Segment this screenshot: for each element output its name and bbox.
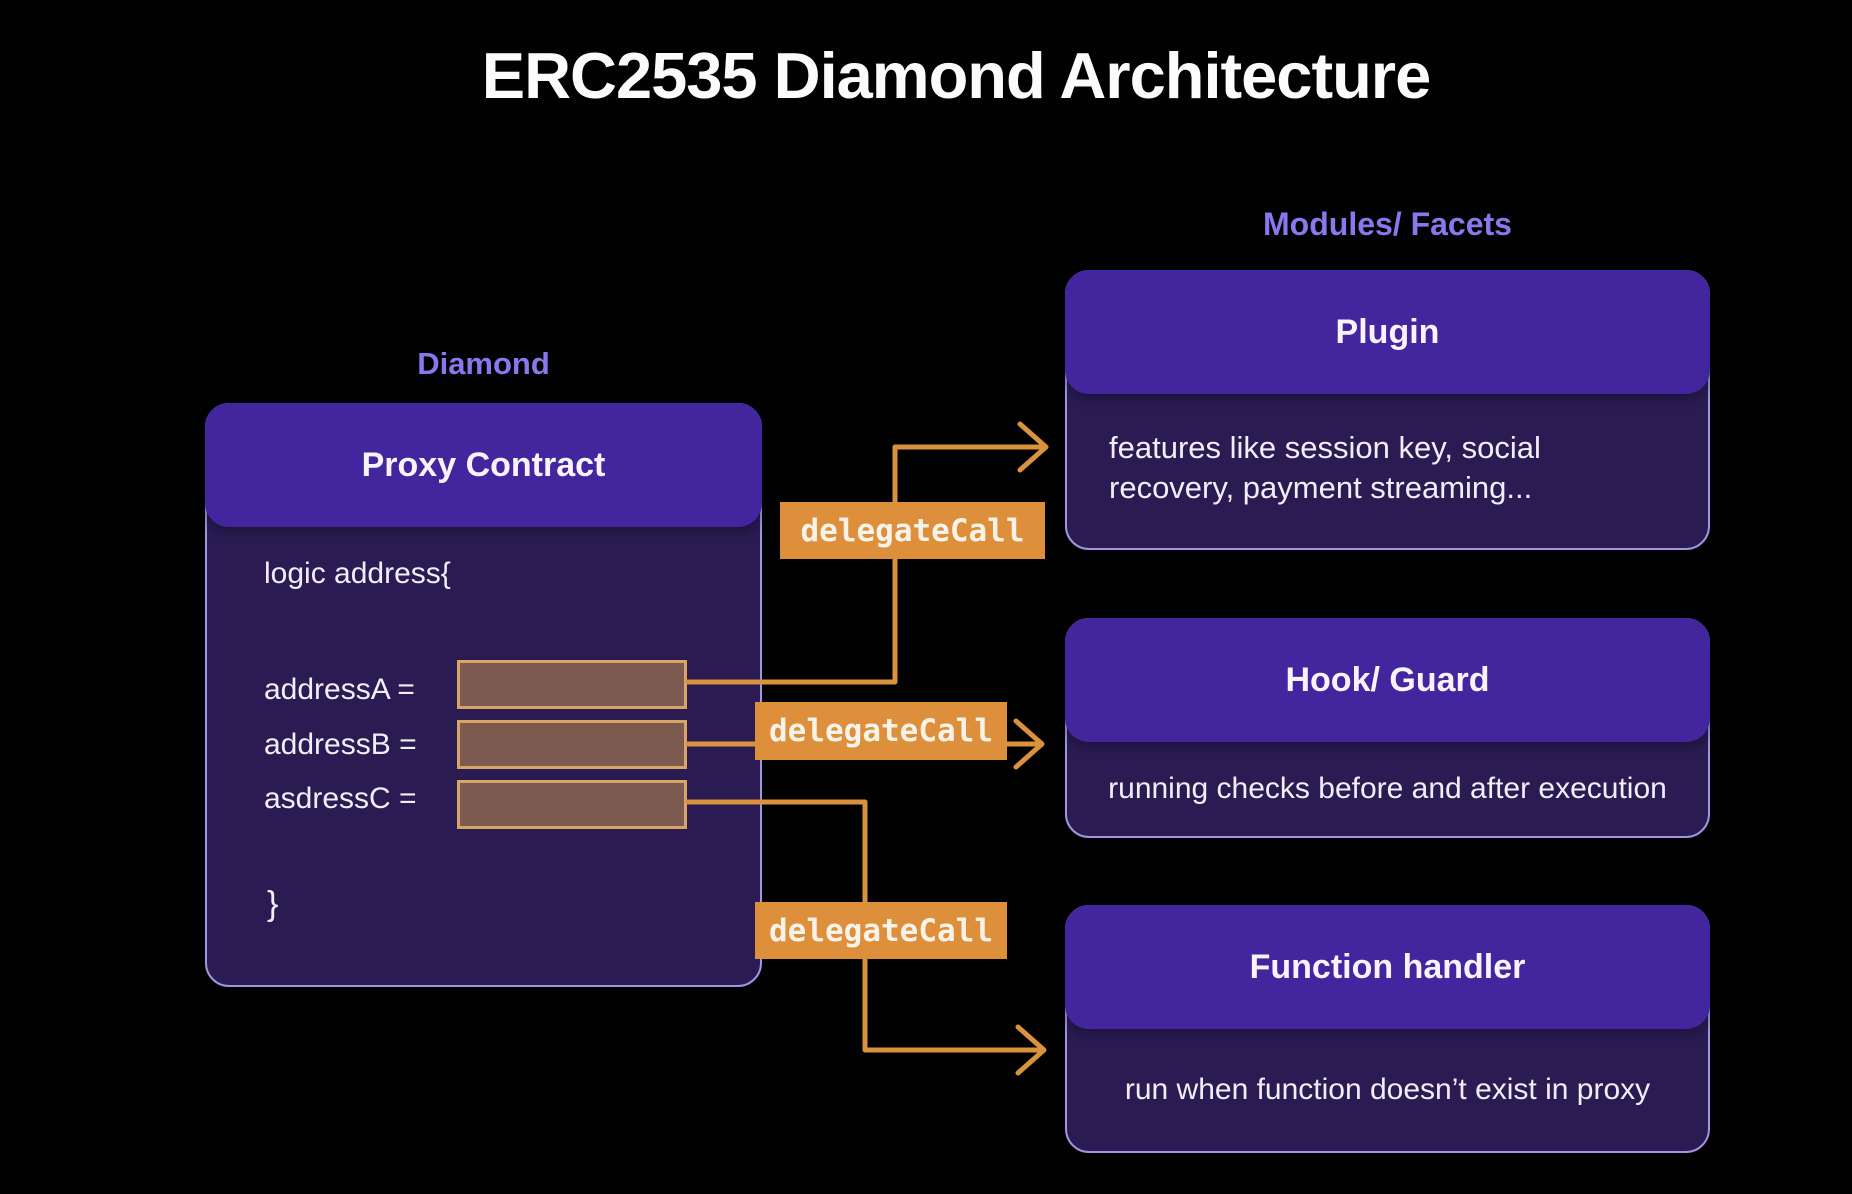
hook-guard-description: running checks before and after executio… [1067, 742, 1708, 836]
address-b-slot [457, 720, 687, 769]
page-title: ERC2535 Diamond Architecture [481, 39, 1432, 112]
arrowhead-function-icon [1015, 1024, 1047, 1076]
proxy-contract-panel: Proxy Contract logic address{ addressA =… [205, 403, 762, 987]
address-b-label: addressB = [264, 728, 417, 761]
modules-facets-column-label: Modules/ Facets [1263, 206, 1512, 242]
arrowhead-plugin-icon [1017, 421, 1049, 473]
diamond-column-label: Diamond [417, 346, 550, 381]
hook-guard-header: Hook/ Guard [1065, 618, 1710, 742]
address-c-label: asdressC = [264, 782, 417, 815]
proxy-contract-title: Proxy Contract [361, 445, 606, 484]
hook-guard-panel: Hook/ Guard running checks before and af… [1065, 618, 1710, 838]
function-handler-header: Function handler [1065, 905, 1710, 1029]
plugin-description: features like session key, social recove… [1067, 394, 1708, 548]
plugin-description-text: features like session key, social recove… [1109, 429, 1541, 505]
arrowhead-hook-icon [1013, 718, 1045, 770]
logic-address-open-text: logic address{ [264, 557, 451, 590]
logic-address-close-text: } [267, 885, 279, 923]
delegatecall-badge-function: delegateCall [755, 902, 1007, 959]
plugin-title: Plugin [1335, 312, 1440, 351]
function-handler-panel: Function handler run when function doesn… [1065, 905, 1710, 1153]
delegatecall-badge-plugin: delegateCall [780, 502, 1045, 559]
function-handler-title: Function handler [1249, 947, 1526, 986]
hook-guard-title: Hook/ Guard [1285, 660, 1490, 699]
delegatecall-badge-hook: delegateCall [755, 702, 1007, 760]
hook-guard-description-text: running checks before and after executio… [1108, 772, 1667, 805]
function-handler-description: run when function doesn’t exist in proxy [1067, 1029, 1708, 1151]
address-a-label: addressA = [264, 673, 415, 706]
plugin-header: Plugin [1065, 270, 1710, 394]
proxy-contract-header: Proxy Contract [205, 403, 762, 527]
address-c-slot [457, 780, 687, 829]
address-a-slot [457, 660, 687, 709]
plugin-panel: Plugin features like session key, social… [1065, 270, 1710, 550]
function-handler-description-text: run when function doesn’t exist in proxy [1124, 1073, 1651, 1106]
